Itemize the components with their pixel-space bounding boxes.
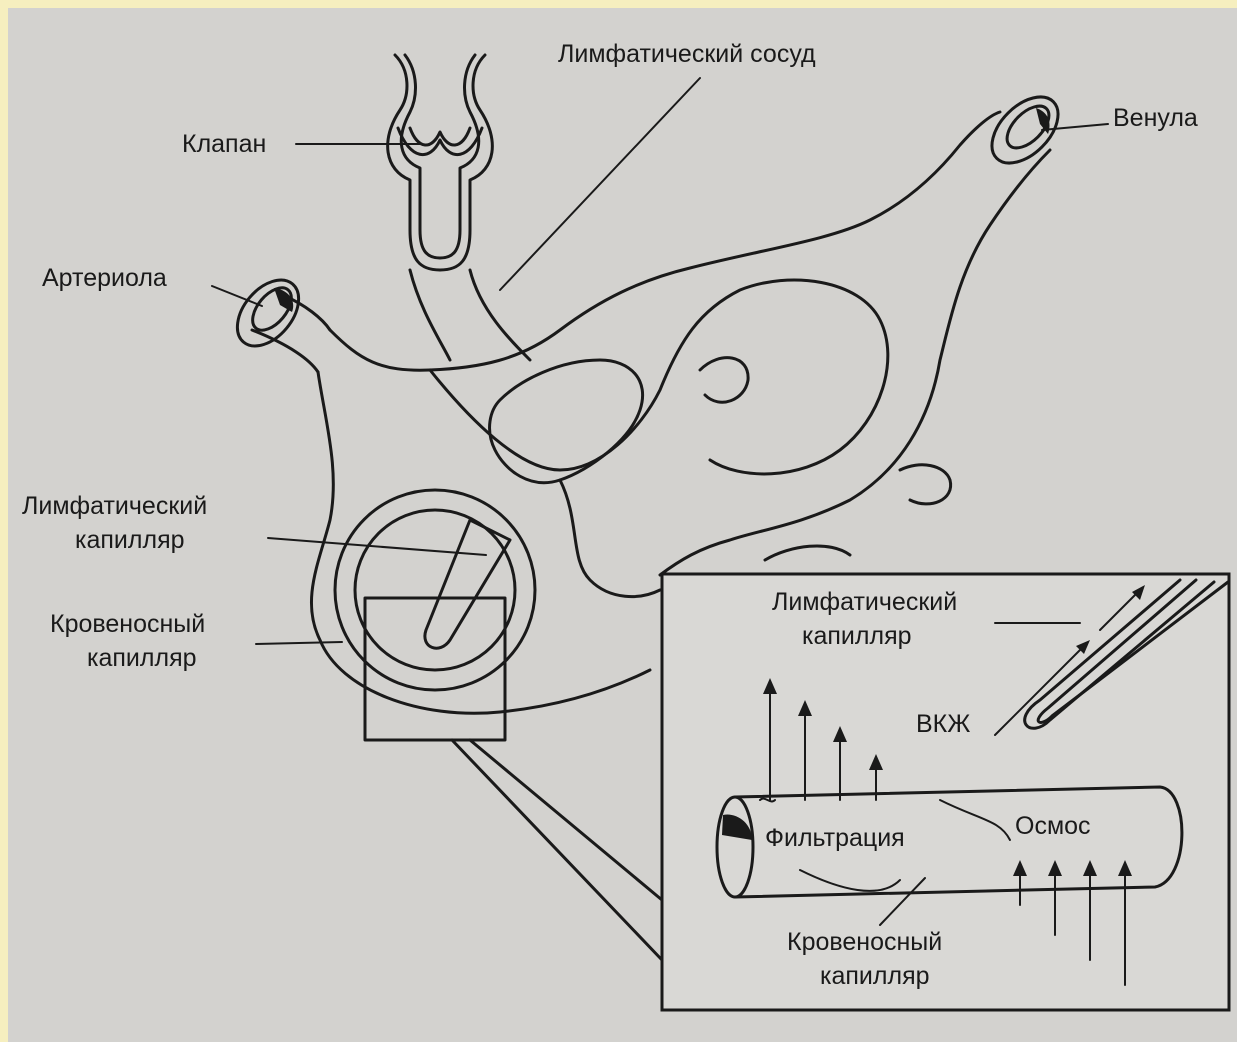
inset-panel: Лимфатический капилляр ВКЖ: [662, 574, 1229, 1010]
label-blood-capillary-line2: капилляр: [87, 644, 197, 672]
inset-label-lymph-capillary-line2: капилляр: [802, 622, 912, 650]
label-lymph-capillary-line2: капилляр: [75, 526, 185, 554]
label-arteriole: Артериола: [42, 264, 167, 292]
inset-label-blood-capillary-line2: капилляр: [820, 962, 930, 990]
inset-label-filtration: Фильтрация: [765, 824, 905, 852]
label-lymph-capillary-line1: Лимфатический: [22, 492, 207, 520]
lymphatic-vessel: [388, 55, 530, 360]
inset-label-blood-capillary-line1: Кровеносный: [787, 928, 942, 956]
label-blood-capillary-line1: Кровеносный: [50, 610, 205, 638]
label-valve: Клапан: [182, 130, 266, 158]
label-venule: Венула: [1113, 104, 1198, 132]
inset-label-interstitial-fluid: ВКЖ: [916, 710, 970, 738]
venule-opening: [980, 85, 1071, 176]
arteriole-opening: [225, 268, 311, 357]
inset-label-osmosis: Осмос: [1015, 812, 1091, 840]
label-lymph-vessel: Лимфатический сосуд: [558, 40, 816, 68]
inset-label-lymph-capillary-line1: Лимфатический: [772, 588, 957, 616]
